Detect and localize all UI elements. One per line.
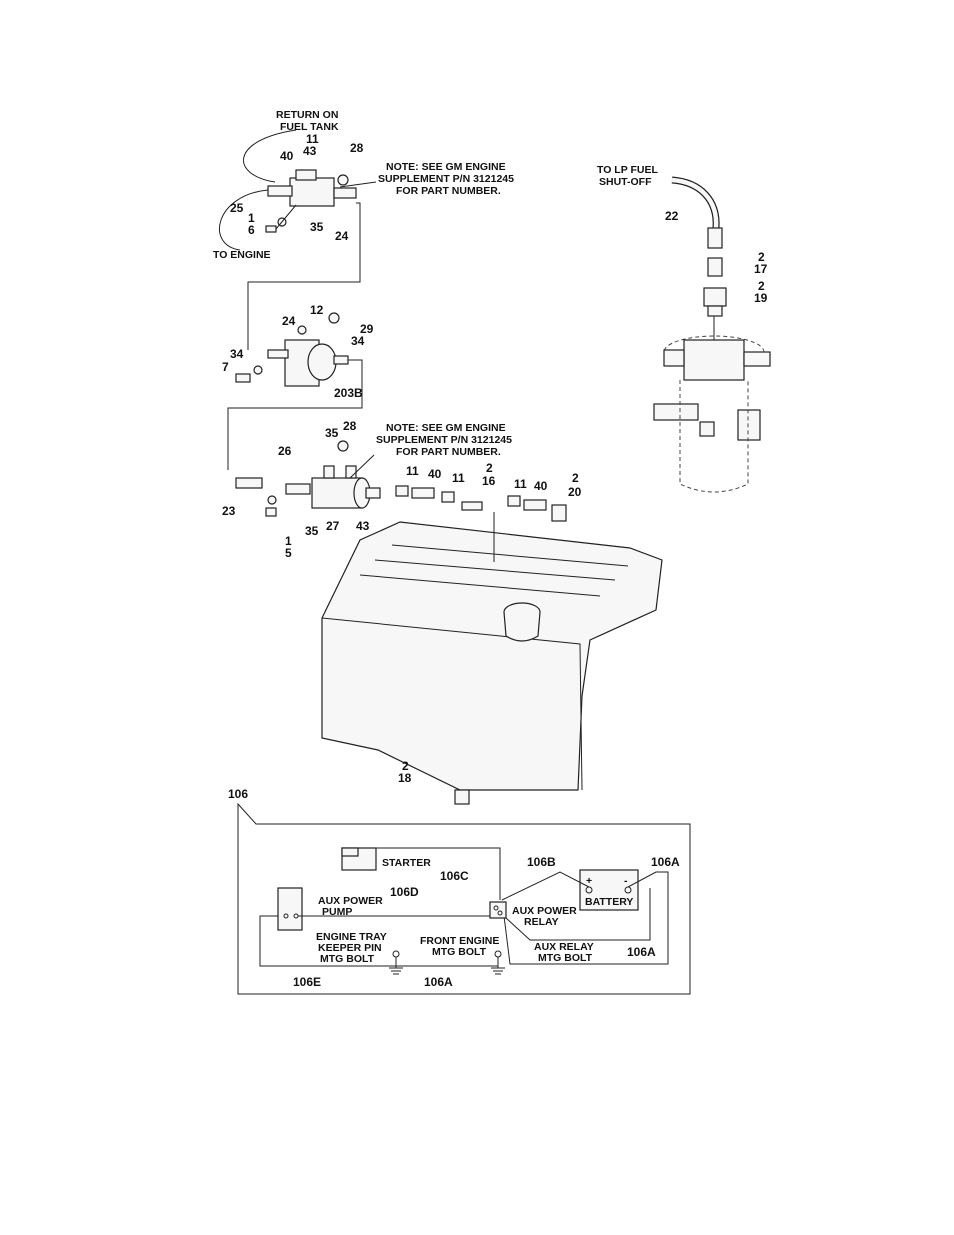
callout-29: 29 (360, 322, 374, 336)
callout-106: 106 (228, 787, 248, 801)
callout-11: 11 (514, 477, 527, 491)
lp-hose (671, 176, 723, 249)
callout-28: 28 (343, 419, 357, 433)
callout-24: 24 (335, 229, 349, 243)
tank-fittings (395, 485, 567, 522)
callout-1: 1 (285, 534, 292, 548)
fuel-tank (321, 512, 663, 805)
aux-power-pump (277, 887, 303, 931)
callout-35: 35 (325, 426, 339, 440)
lp-fittings (703, 257, 727, 317)
callout-106d: 106D (390, 885, 419, 899)
callout-106c: 106C (440, 869, 469, 883)
note-a-line-1: NOTE: SEE GM ENGINE (386, 161, 506, 173)
callout-16: 16 (482, 474, 496, 488)
return-on-label-2: FUEL TANK (280, 121, 339, 133)
aux-power-relay (489, 901, 507, 919)
callout-6: 6 (248, 223, 255, 237)
aux-relay-mtg-label-1: AUX RELAY (534, 941, 594, 953)
note-a-line-3: FOR PART NUMBER. (396, 185, 501, 197)
to-lp-label-1: TO LP FUEL (597, 164, 658, 176)
callout-2: 2 (572, 471, 579, 485)
callout-20: 20 (568, 485, 582, 499)
to-engine-label: TO ENGINE (213, 249, 271, 261)
battery-plus: + (586, 875, 592, 887)
note-b-line-3: FOR PART NUMBER. (396, 446, 501, 458)
callout-106a: 106A (651, 855, 680, 869)
callout-5: 5 (285, 546, 292, 560)
callout-203b: 203B (334, 386, 363, 400)
callout-35: 35 (305, 524, 319, 538)
front-engine-label-1: FRONT ENGINE (420, 935, 499, 947)
aux-pump-label-2: PUMP (322, 906, 352, 918)
callout-2: 2 (758, 279, 765, 293)
callout-35: 35 (310, 220, 324, 234)
callout-28: 28 (350, 141, 364, 155)
callout-22: 22 (665, 209, 679, 223)
tray-label-3: MTG BOLT (320, 953, 375, 965)
callout-12: 12 (310, 303, 324, 317)
transfer-line-1 (247, 202, 361, 350)
aux-relay-mtg-label-2: MTG BOLT (538, 952, 593, 964)
lower-filter (235, 440, 381, 517)
callout-43: 43 (303, 144, 317, 158)
fuel-pump-mid (235, 312, 349, 387)
to-lp-label-2: SHUT-OFF (599, 176, 652, 188)
callout-106e: 106E (293, 975, 321, 989)
callout-34: 34 (230, 347, 244, 361)
tray-label-1: ENGINE TRAY (316, 931, 387, 943)
upper-fuel-fitting (265, 169, 357, 233)
callout-7: 7 (222, 360, 229, 374)
callout-25: 25 (230, 201, 244, 215)
callout-2: 2 (486, 461, 493, 475)
tray-label-2: KEEPER PIN (318, 942, 382, 954)
callout-27: 27 (326, 519, 340, 533)
return-line-loop (243, 129, 297, 183)
aux-relay-label-2: RELAY (524, 916, 559, 928)
wiring-frame (237, 802, 691, 995)
callout-26: 26 (278, 444, 292, 458)
callout-1: 1 (248, 211, 255, 225)
callout-106b: 106B (527, 855, 556, 869)
battery-minus: - (624, 875, 628, 887)
callout-106a: 106A (627, 945, 656, 959)
callout-40: 40 (428, 467, 442, 481)
lp-regulator (653, 316, 771, 493)
note-b-line-2: SUPPLEMENT P/N 3121245 (376, 434, 512, 446)
aux-relay-label-1: AUX POWER (512, 905, 577, 917)
callout-2: 2 (758, 250, 765, 264)
callout-40: 40 (280, 149, 294, 163)
callout-11: 11 (306, 132, 319, 146)
callout-40: 40 (534, 479, 548, 493)
callout-34: 34 (351, 334, 365, 348)
to-engine-hose (219, 189, 269, 251)
battery-label: BATTERY (585, 896, 633, 908)
starter-block (341, 847, 377, 871)
callout-24: 24 (282, 314, 296, 328)
callout-106a: 106A (424, 975, 453, 989)
callout-17: 17 (754, 262, 768, 276)
callout-11: 11 (406, 464, 419, 478)
note-b-line-1: NOTE: SEE GM ENGINE (386, 422, 506, 434)
front-engine-label-2: MTG BOLT (432, 946, 487, 958)
callout-18: 18 (398, 771, 412, 785)
callout-23: 23 (222, 504, 236, 518)
callout-2: 2 (402, 759, 409, 773)
note-a-line-2: SUPPLEMENT P/N 3121245 (378, 173, 514, 185)
starter-label: STARTER (382, 857, 431, 869)
aux-pump-label-1: AUX POWER (318, 895, 383, 907)
callout-19: 19 (754, 291, 768, 305)
callout-11: 11 (452, 471, 465, 485)
callout-43: 43 (356, 519, 370, 533)
return-on-label-1: RETURN ON (276, 109, 338, 121)
battery-block (579, 869, 639, 911)
